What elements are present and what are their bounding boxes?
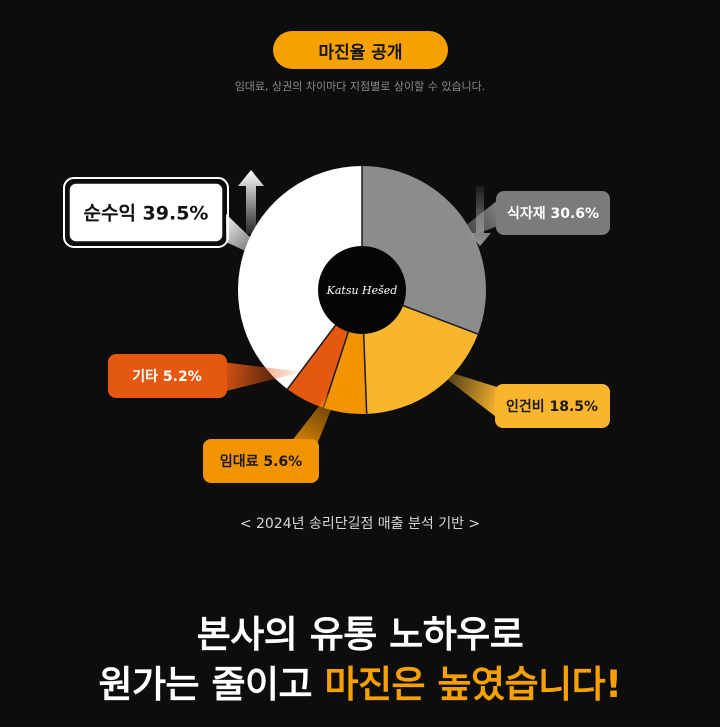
callout-beam [226, 214, 282, 268]
arrow-down-icon [469, 186, 491, 246]
callout-beam [430, 366, 500, 420]
callout-beam [288, 370, 347, 452]
callout-box-outline [63, 177, 229, 248]
analysis-basis-note: < 2024년 송리단길점 매출 분석 기반 > [239, 516, 481, 532]
callout-box [495, 384, 610, 428]
callout-box [203, 439, 319, 483]
callout-beam [222, 362, 303, 392]
headline-line-1: 본사의 유통 노하우로 [196, 613, 524, 656]
slice-data-label: 순수익 39.5% [84, 202, 209, 224]
callout-box [108, 354, 227, 398]
headline-line-2-plain: 원가는 줄이고 [98, 663, 325, 706]
slice-data-label: 기타 5.2% [132, 369, 201, 385]
slice-data-label: 인건비 18.5% [506, 398, 598, 415]
pie-center-hole [318, 246, 406, 334]
slice-data-label: 임대료 5.6% [220, 454, 302, 470]
callout-box [496, 191, 610, 235]
pie-chart: 식자재 30.6% 인건비 18.5% 임대료 5.6% 기타 5.2% 순수익 39.… [63, 166, 610, 483]
center-brand-label: Katsu Hešed [326, 284, 398, 297]
margin-disclosure-badge: 마진율 공개 [273, 31, 448, 69]
headline-line-2-accent: 마진은 높였습니다! [324, 663, 622, 706]
pie-slice [238, 166, 362, 390]
arrow-up-icon [238, 170, 264, 234]
slice-data-label: 식자재 30.6% [507, 206, 599, 222]
subtitle-note: 임대료, 상권의 차이마다 지점별로 상이할 수 있습니다. [234, 80, 486, 93]
callout-box [68, 182, 224, 243]
headline-line-2: 원가는 줄이고 마진은 높였습니다! [0, 654, 720, 708]
